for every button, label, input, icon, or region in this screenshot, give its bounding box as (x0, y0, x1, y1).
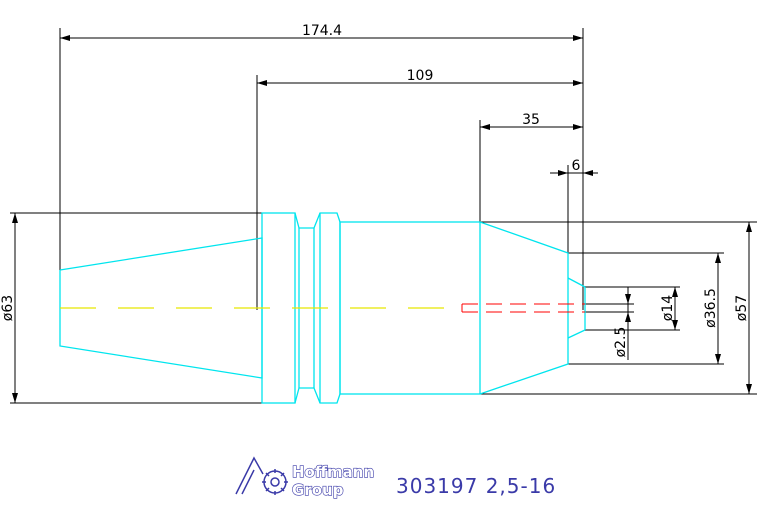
dim-nose-length: 35 (522, 112, 540, 128)
brand-line2: Group (292, 481, 344, 499)
part-code: 303197 2,5-16 (396, 474, 556, 498)
dim-diameter-2-5: ø2.5 (613, 327, 629, 358)
hoffmann-logo: Hoffmann Group (235, 456, 375, 500)
dim-diameter-36-5: ø36.5 (703, 288, 719, 328)
brand-line1: Hoffmann (292, 463, 374, 481)
dimension-lines (10, 28, 757, 404)
dim-diameter-14: ø14 (660, 295, 676, 321)
hidden-bore (461, 303, 585, 313)
arrowheads (12, 35, 752, 403)
dim-diameter-57: ø57 (734, 295, 750, 321)
part-outline (59, 212, 586, 404)
dim-nut-offset: 6 (572, 158, 581, 174)
dim-shank-length: 109 (407, 68, 434, 84)
dim-diameter-63: ø63 (0, 295, 16, 321)
logo-mark-icon (235, 456, 288, 495)
dim-overall-length: 174.4 (302, 23, 342, 39)
